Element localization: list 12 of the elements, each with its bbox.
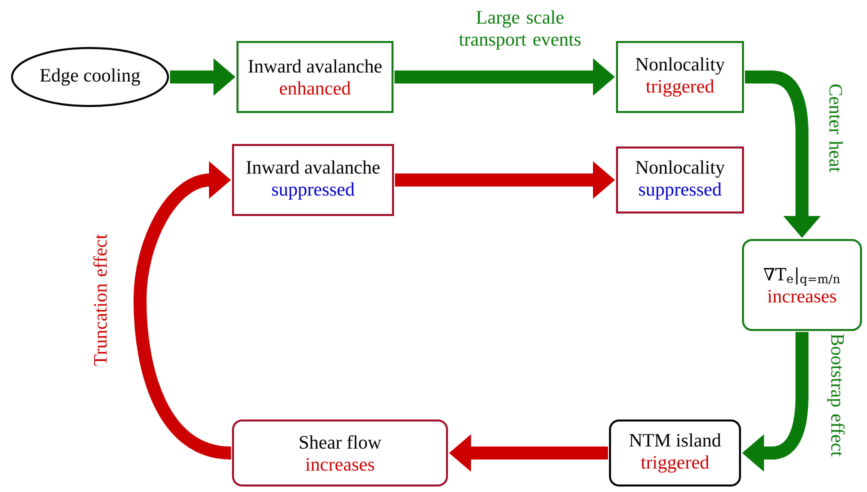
process-box: ∇T$_{e}$|$_{q=m/n}$ increases <box>742 239 862 331</box>
process-box: Shear flow increases <box>232 420 448 486</box>
process-box: Nonlocality triggered <box>616 41 744 113</box>
process-box: Inward avalanche enhanced <box>236 41 394 113</box>
block-arrow <box>134 161 232 460</box>
edge-label: Bootstrap effect <box>827 334 845 456</box>
process-box: NTM island triggered <box>609 420 741 486</box>
edge-label: Large scale transport events <box>459 10 581 50</box>
process-box: Nonlocality suppressed <box>616 146 744 214</box>
process-box: Inward avalanche suppressed <box>232 144 394 216</box>
edge-label: Truncation effect <box>93 234 107 366</box>
edge-label: Center heat <box>829 84 843 172</box>
